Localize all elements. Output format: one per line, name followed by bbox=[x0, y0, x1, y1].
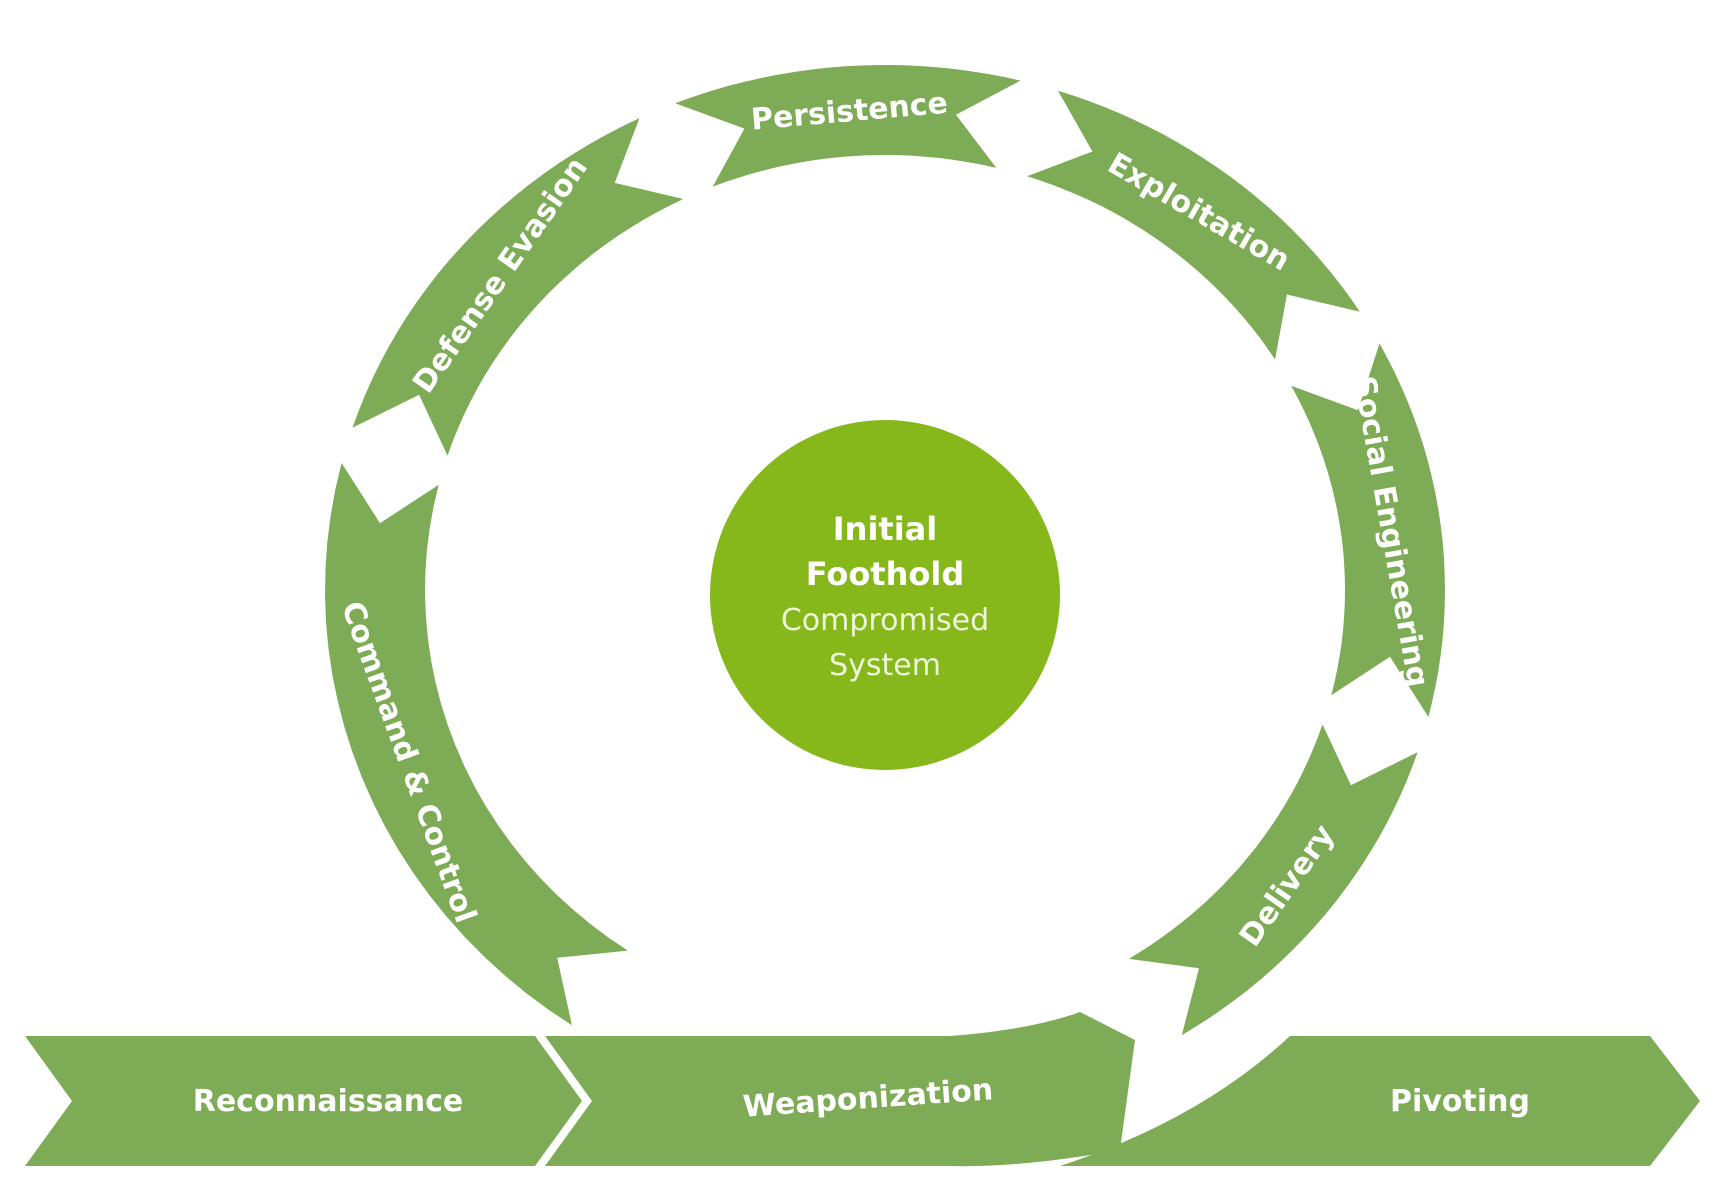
stage-pivoting-label: Pivoting bbox=[1390, 1084, 1530, 1119]
stage-pivoting bbox=[1060, 1036, 1700, 1166]
stage-persistence bbox=[675, 65, 1021, 187]
stage-social-engineering bbox=[1291, 343, 1445, 717]
stage-exploitation bbox=[1027, 90, 1360, 360]
stage-reconnaissance-label: Reconnaissance bbox=[193, 1084, 464, 1119]
initial-foothold-hub bbox=[710, 420, 1060, 770]
stage-delivery bbox=[1128, 724, 1418, 1036]
hub-subtitle-line2: System bbox=[829, 648, 941, 683]
hub-subtitle-line1: Compromised bbox=[781, 603, 989, 638]
stage-weaponization bbox=[545, 1012, 1135, 1167]
stage-reconnaissance bbox=[25, 1036, 582, 1166]
hub-title-line2: Foothold bbox=[806, 555, 964, 593]
stage-defense-evasion bbox=[352, 118, 684, 456]
hub-title-line1: Initial bbox=[833, 510, 937, 548]
stage-command-control bbox=[325, 463, 628, 1026]
